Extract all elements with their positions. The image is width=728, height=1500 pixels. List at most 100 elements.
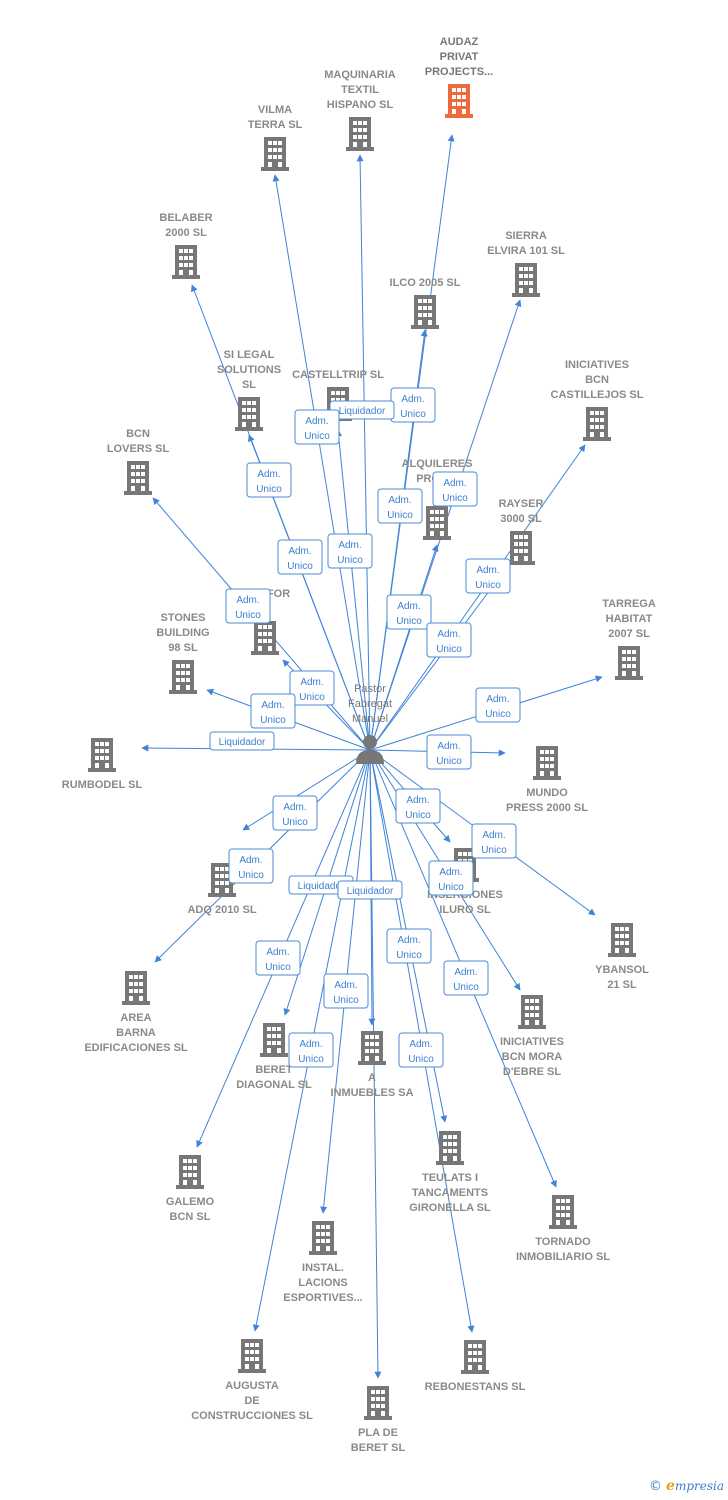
role-badge[interactable]: Adm.Unico [386,594,432,630]
role-badge[interactable]: Liquidador [209,731,275,751]
company-label: MAQUINARIA [324,69,396,81]
edge-iniciatives_bcn [369,444,586,751]
company-label: ESPORTIVES... [283,1292,362,1304]
badge-text: Adm. [454,967,477,978]
building-icon [507,531,535,565]
role-badge[interactable]: Adm.Unico [377,488,423,524]
company-label: BERET SL [351,1442,406,1454]
role-badge[interactable]: Adm.Unico [398,1032,444,1068]
badge-box [398,1032,444,1068]
role-badge[interactable]: Adm.Unico [288,1032,334,1068]
role-badge[interactable]: Adm.Unico [426,734,472,770]
company-label: TANCAMENTS [412,1187,488,1199]
badge-box [209,731,275,751]
role-badge[interactable]: Adm.Unico [327,533,373,569]
company-label: AUGUSTA [225,1380,279,1392]
company-label: YBANSOL [595,964,649,976]
role-badge[interactable]: Adm.Unico [443,960,489,996]
company-node-rebonestans[interactable]: REBONESTANS SL [425,1340,526,1393]
role-badge[interactable]: Liquidador [337,880,403,900]
company-label: LOVERS SL [107,443,170,455]
role-badge[interactable]: Adm.Unico [277,539,323,575]
footer-brand[interactable]: © empresia [649,1476,724,1496]
company-node-instal[interactable]: INSTAL.LACIONSESPORTIVES... [283,1221,363,1304]
company-label: TARREGA [602,598,656,610]
role-badge[interactable]: Adm.Unico [432,471,478,507]
role-badge[interactable]: Adm.Unico [471,823,517,859]
role-badge[interactable]: Adm.Unico [426,622,472,658]
company-node-rumbodel[interactable]: RUMBODEL SL [62,738,143,791]
company-node-adq[interactable]: ADQ 2010 SL [187,863,257,916]
company-node-castelltrip[interactable]: CASTELLTRIP SL [292,369,384,421]
role-badge[interactable]: Adm.Unico [246,462,292,498]
company-label: HABITAT [606,613,653,625]
badge-box [277,539,323,575]
role-badge[interactable]: Adm.Unico [475,687,521,723]
building-icon [172,245,200,279]
company-label: RAYSER [499,498,544,510]
company-label: A [368,1072,376,1084]
role-badge[interactable]: Adm.Unico [225,588,271,624]
role-badge[interactable]: Adm. Unico [386,928,432,964]
badge-text: Liquidador [347,886,394,897]
role-badge[interactable]: Adm.Unico [428,860,474,896]
role-badge[interactable]: Adm.Unico [272,795,318,831]
company-node-ilco[interactable]: ILCO 2005 SL [390,277,461,329]
building-icon [533,746,561,780]
role-badge[interactable]: Adm.Unico [395,788,441,824]
role-badge[interactable]: Adm.Unico [390,387,436,423]
company-label: BCN MORA [502,1051,563,1063]
role-badge[interactable]: Adm.Unico [465,558,511,594]
company-label: REBONESTANS SL [425,1381,526,1393]
badge-box [288,1032,334,1068]
role-badge[interactable]: Adm.Unico [228,848,274,884]
role-badge[interactable]: Adm.Unico [255,940,301,976]
badge-text: Adm. [397,935,420,946]
company-label: ADQ 2010 SL [187,904,256,916]
badge-text: Adm. [239,855,262,866]
badge-text: Unico [475,580,501,591]
role-badge[interactable]: Adm.Unico [323,973,369,1009]
badge-box [475,687,521,723]
badge-text: Unico [396,950,422,961]
building-icon [461,1340,489,1374]
company-node-audaz[interactable]: AUDAZPRIVATPROJECTS... [425,36,493,118]
role-badge[interactable]: Adm.Unico [294,409,340,445]
company-label: 98 SL [168,642,198,654]
company-label: DE [244,1395,259,1407]
role-badge[interactable]: Liquidador [329,400,395,420]
badge-text: Adm. [288,546,311,557]
role-badge[interactable]: Adm.Unico [289,670,335,706]
badge-text: Unico [256,484,282,495]
building-icon [122,971,150,1005]
company-label: CASTELLTRIP SL [292,369,384,381]
company-label: ELVIRA 101 SL [487,245,565,257]
badge-text: Unico [265,962,291,973]
badge-box [294,409,340,445]
role-badge[interactable]: Adm.Unico [250,693,296,729]
company-label: TEULATS I [422,1172,478,1184]
building-icon [445,84,473,118]
